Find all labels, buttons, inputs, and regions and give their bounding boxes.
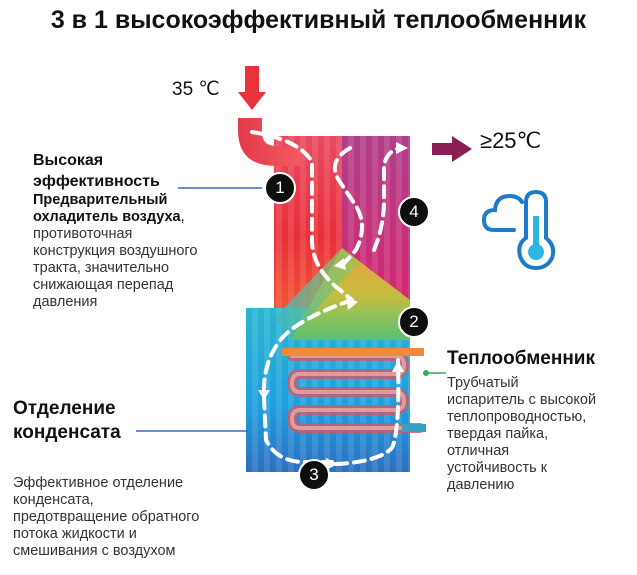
badge-2: 2	[398, 306, 430, 338]
heat-exchanger-heading: Теплообменник	[447, 348, 595, 369]
heat-exchanger-pointer-dot	[423, 370, 429, 376]
inlet-temperature: 35 ℃	[172, 79, 220, 100]
precooler-heading: Высокая эффективность	[33, 152, 160, 190]
heat-exchanger-description: Трубчатый испаритель с высокой теплопров…	[447, 375, 597, 493]
precooler-label: Высокая эффективность Предварительный ох…	[33, 150, 233, 311]
coil-inlet-pipe	[282, 348, 424, 356]
inlet-pipe	[238, 118, 300, 166]
page-title: 3 в 1 высокоэффективный теплообменник	[50, 6, 587, 34]
condensate-heading: Отделение конденсата	[13, 398, 121, 443]
condensate-description: Эффективное отделение конденсата, предот…	[13, 475, 200, 559]
diagonal-channel	[274, 248, 360, 338]
thermometer-icon	[517, 189, 556, 271]
inlet-arrow	[238, 66, 266, 110]
badge-1: 1	[264, 172, 296, 204]
coil-outlet-pipe	[402, 424, 426, 432]
mixing-zone	[290, 248, 410, 340]
outlet-arrow	[432, 136, 472, 162]
badge-3: 3	[298, 459, 330, 491]
flow-arrows	[250, 130, 402, 466]
badge-4: 4	[398, 196, 430, 228]
outlet-temperature: ≥25℃	[480, 128, 542, 153]
cloud-icon	[481, 193, 524, 232]
flow-arrowheads	[258, 142, 408, 470]
coil-tubes	[286, 351, 425, 433]
precooler-subheading: Предварительный охладитель воздуха	[33, 192, 181, 225]
precooler-description: противоточная конструкция воздушного тра…	[33, 226, 198, 310]
